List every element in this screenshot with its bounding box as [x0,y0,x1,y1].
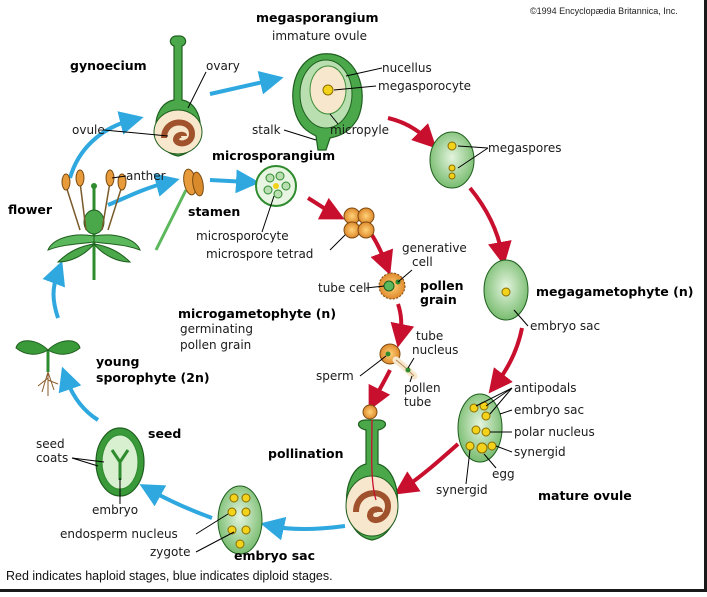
label-megasporangium: megasporangium [256,10,379,25]
label-microgametophyte: microgametophyte (n) [178,306,336,321]
label-flower: flower [8,202,53,217]
label-gynoecium: gynoecium [70,58,147,73]
young-sporophyte-illustration [15,340,81,396]
mature-ovule-illustration [457,393,503,463]
label-egg: egg [492,467,515,481]
megaspores-illustration [429,131,475,189]
gynoecium-illustration [153,35,203,157]
stamen-illustration [154,168,204,251]
label-micropyle: micropyle [330,123,389,137]
label-microsporocyte: microsporocyte [196,229,289,243]
label-tube-nucleus-1: tube [416,329,443,343]
flower-illustration [47,169,141,280]
label-sperm: sperm [316,369,354,383]
label-tube-cell: tube cell [318,281,370,295]
label-endosperm-nucleus: endosperm nucleus [60,527,178,541]
megagametophyte-illustration [483,259,529,321]
label-immature-ovule: immature ovule [272,29,367,43]
arrow-tetrad-to-pollen-grain [368,230,394,276]
label-young: young [96,354,139,369]
label-seed-coats-2: coats [36,451,68,465]
arrow-mature-ovule-to-pollination [394,442,460,495]
microsporangium-illustration [255,165,297,207]
arrow-seed-to-sporophyte [58,366,100,422]
tetrad-illustration [343,207,375,239]
label-megaspores: megaspores [488,141,562,155]
arrow-stamen-to-microsporangium [209,169,260,194]
label-pollen-grain: pollen grain [180,338,251,352]
arrow-flower-to-gynoecium [68,111,144,179]
label-microspore-tetrad: microspore tetrad [206,247,313,261]
label-germinating: germinating [180,322,253,336]
label-anther: anther [126,169,166,183]
label-embryo-sac-mature: embryo sac [514,403,584,417]
frame-edge-right [704,0,707,592]
megasporangium-illustration [292,53,363,151]
label-generative-1: generative [402,241,467,255]
germinating-pollen-illustration [379,343,418,380]
frame-edge-bottom [0,589,707,592]
label-embryo: embryo [92,503,138,517]
label-pollen-grain-1: pollen [420,278,463,293]
label-embryo-sac-mega: embryo sac [530,319,600,333]
label-antipodals: antipodals [514,381,577,395]
pollen-grain-illustration [378,272,406,300]
label-pollen-grain-2: grain [420,292,457,307]
legend-caption: Red indicates haploid stages, blue indic… [6,569,333,583]
label-zygote: zygote [150,545,190,559]
label-pollen-tube-2: tube [404,395,431,409]
label-stamen: stamen [188,204,240,219]
copyright-text: ©1994 Encyclopædia Britannica, Inc. [530,6,678,16]
label-seed-coats-1: seed [36,437,65,451]
arrow-megagametophyte-to-mature-ovule [488,327,524,394]
label-pollen-tube-1: pollen [404,381,441,395]
pollination-illustration [345,404,399,541]
fertilized-embryo-sac-illustration [217,485,263,555]
label-polar-nucleus: polar nucleus [514,425,595,439]
label-seed: seed [148,426,181,441]
arrow-gynoecium-to-megasporangium [209,70,284,96]
arrow-megaspores-to-megagametophyte [468,186,512,266]
label-microsporangium: microsporangium [212,148,335,163]
label-pollination: pollination [268,446,343,461]
label-synergid: synergid [514,445,566,459]
arrow-pollen-grain-to-germinating [390,303,415,348]
arrow-flower-to-stamen [107,173,180,207]
label-stalk: stalk [252,123,281,137]
arrow-pollination-to-embryo-sac [260,516,346,541]
label-ovule: ovule [72,123,105,137]
label-nucellus: nucellus [382,61,432,75]
seed-illustration [95,427,145,497]
label-embryo-sac-bottom: embryo sac [234,548,315,563]
arrow-germinating-to-pollination [368,369,392,411]
label-generative-2: cell [412,255,433,269]
arrow-microsporangium-to-tetrad [306,196,345,220]
label-ovary: ovary [206,59,240,73]
label-megagametophyte: megagametophyte (n) [536,284,693,299]
label-megasporocyte: megasporocyte [378,79,471,93]
label-sporophyte: sporophyte (2n) [96,370,210,385]
label-tube-nucleus-2: nucleus [412,343,458,357]
arrow-megasporangium-to-megaspores [387,116,437,149]
label-mature-ovule: mature ovule [538,488,632,503]
label-synergid-2: synergid [436,483,488,497]
arrow-sporophyte-to-flower [42,260,66,319]
arrow-embryo-sac-to-seed [139,484,213,520]
